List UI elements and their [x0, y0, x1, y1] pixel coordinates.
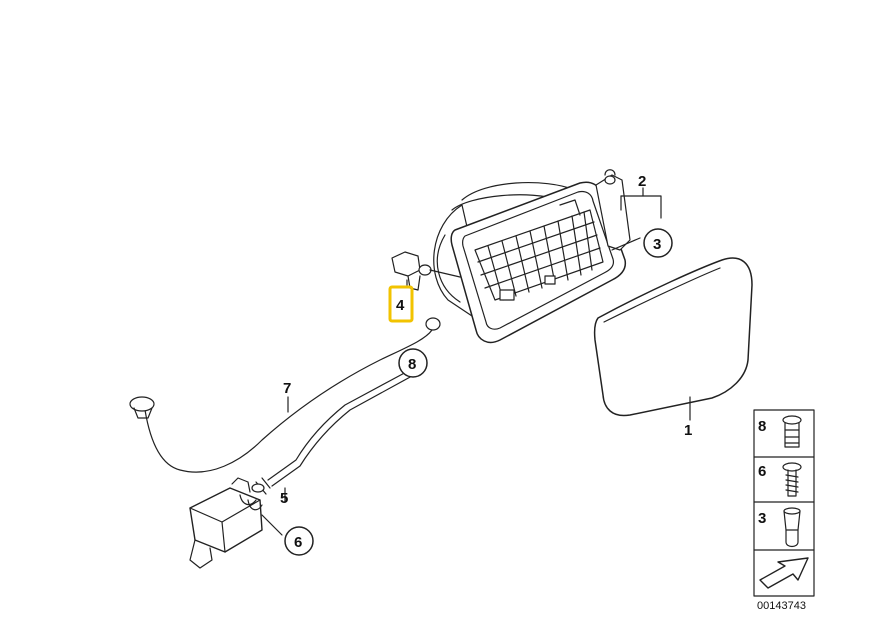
callout-2-leader — [620, 187, 662, 219]
filler-housing-frame — [450, 181, 627, 344]
actuator-pin — [391, 251, 461, 291]
legend-number-2: 6 — [758, 463, 766, 480]
callout-2: 2 — [638, 173, 646, 190]
rubber-buffer-icon — [783, 507, 801, 548]
actuator-rod — [255, 369, 413, 503]
callout-circle-6 — [284, 526, 314, 556]
fuel-filler-flap — [593, 257, 753, 421]
callout-5: 5 — [280, 490, 288, 507]
legend-number-1: 8 — [758, 418, 766, 435]
hinge-part — [595, 169, 641, 251]
push-rivet-icon — [782, 415, 802, 448]
highlight-box-4 — [388, 285, 414, 323]
callout-circle-8 — [398, 348, 428, 378]
legend-number-3: 3 — [758, 510, 766, 527]
diagram-reference: 00143743 — [757, 600, 806, 612]
callout-3: 3 — [653, 236, 661, 253]
callout-6: 6 — [294, 534, 302, 551]
callout-4: 4 — [396, 297, 405, 314]
screw-icon — [782, 462, 802, 497]
callout-7: 7 — [283, 380, 291, 397]
callout-1: 1 — [684, 422, 692, 439]
callout-circle-3 — [643, 228, 673, 258]
actuator-motor — [189, 477, 283, 569]
direction-arrow-icon — [759, 557, 809, 589]
callout-8: 8 — [408, 356, 416, 373]
cable-assembly — [129, 317, 441, 473]
